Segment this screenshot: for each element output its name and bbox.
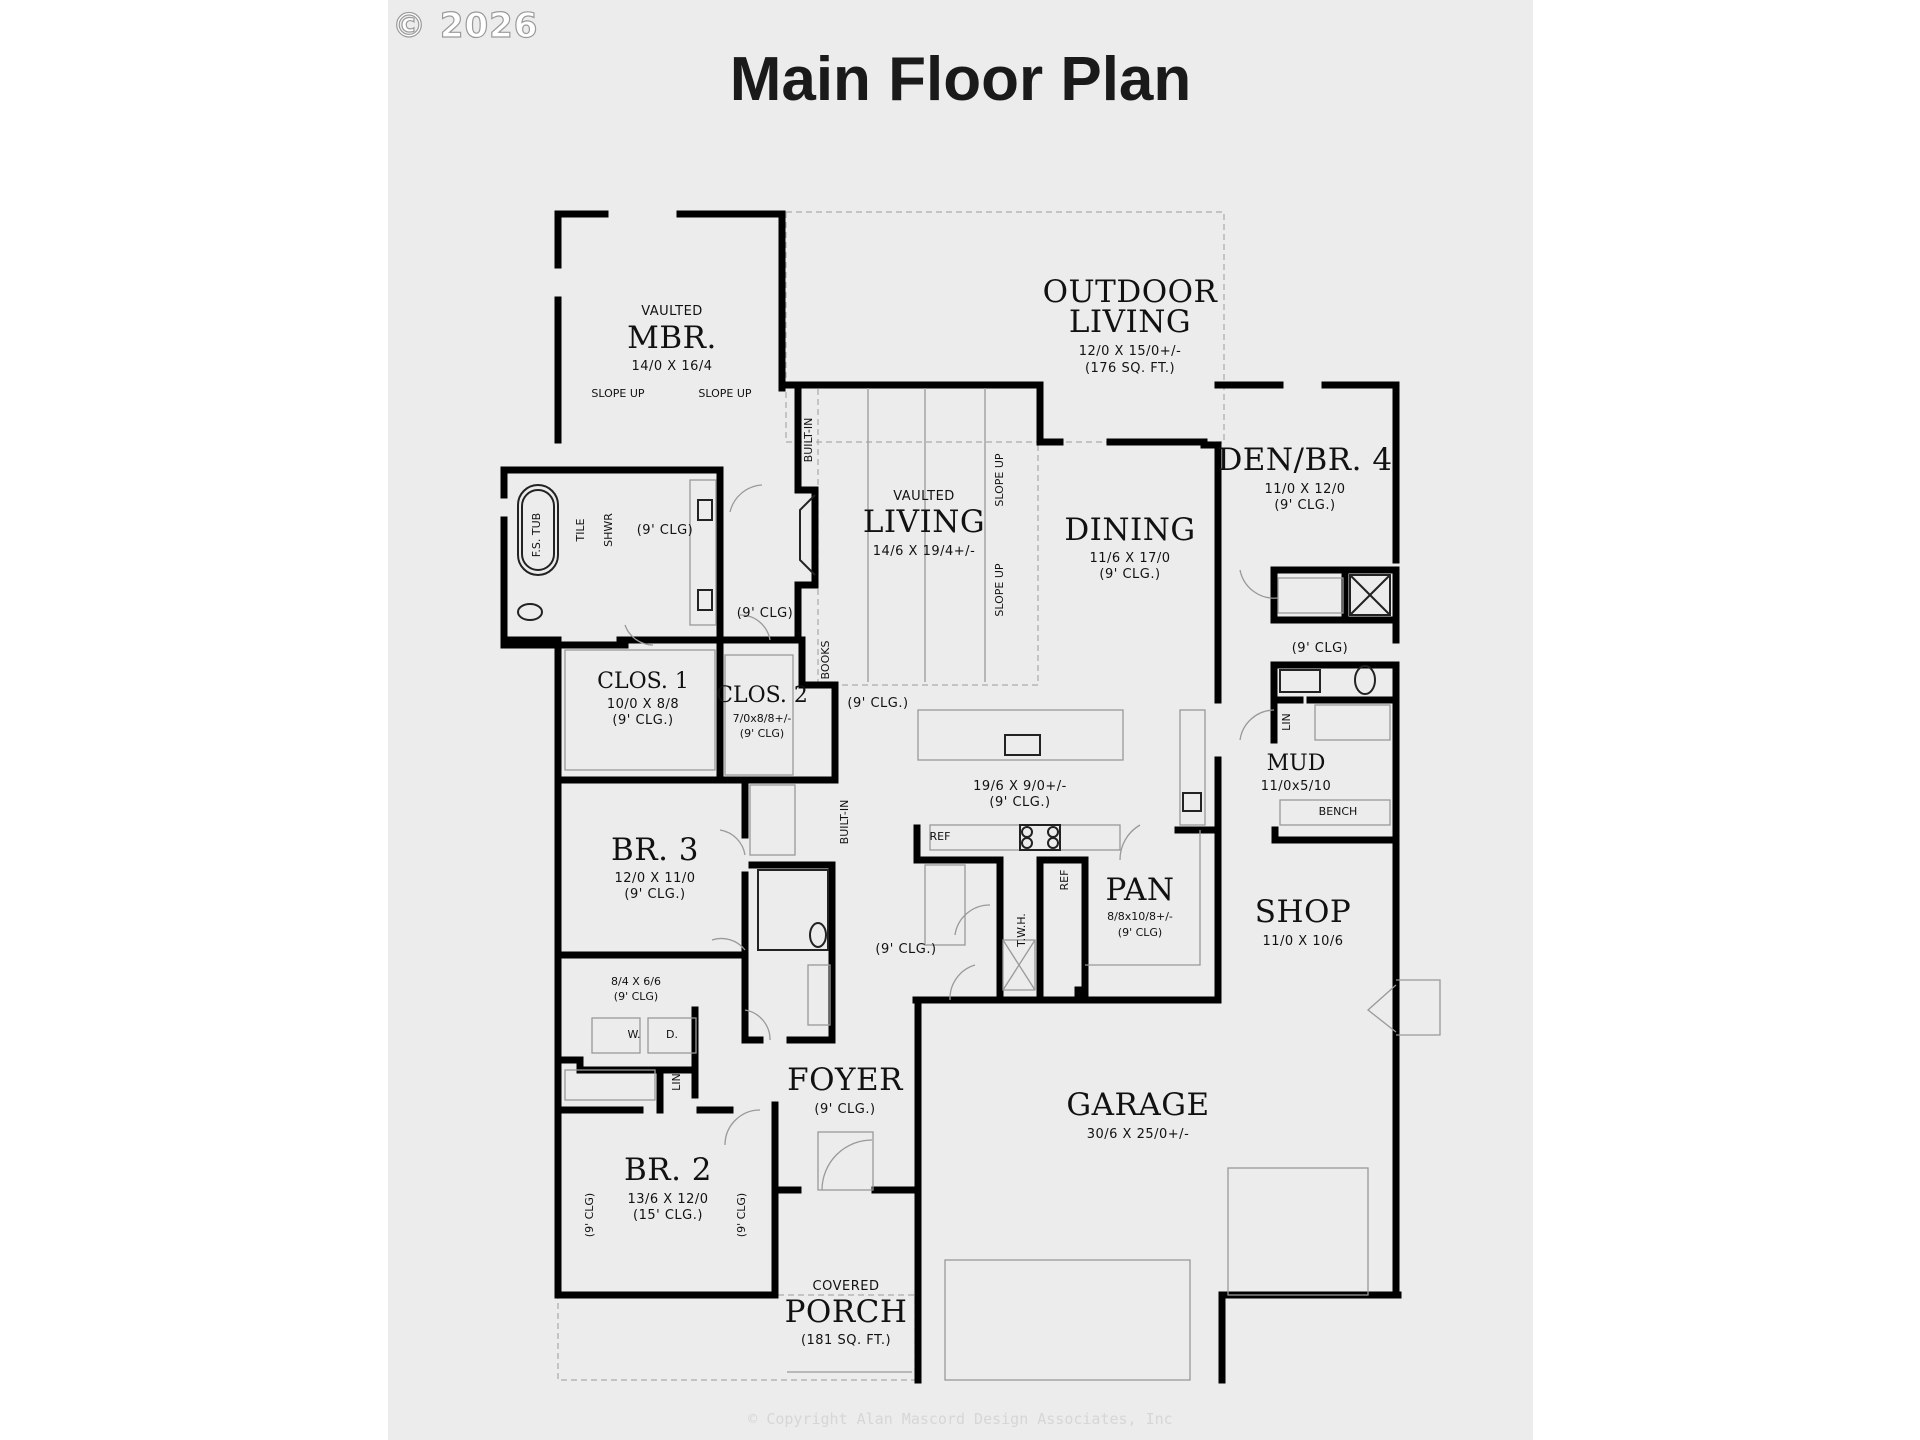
- bath-clg: (9' CLG): [637, 523, 694, 538]
- br2-name: BR. 2: [624, 1152, 712, 1188]
- slope-label-2: SLOPE UP: [698, 387, 752, 400]
- shop-size: 11/0 X 10/6: [1262, 934, 1343, 949]
- br2-clg: (15' CLG.): [633, 1208, 703, 1223]
- living-name: LIVING: [863, 504, 985, 540]
- pan-name: PAN: [1105, 872, 1174, 908]
- laundry-lin: LIN: [670, 1073, 683, 1091]
- room-labels: VAULTED MBR. 14/0 X 16/4 SLOPE UP SLOPE …: [530, 274, 1392, 1348]
- mud-name: MUD: [1267, 751, 1326, 776]
- washer-label: W.: [627, 1028, 640, 1041]
- kitchen-clg: (9' CLG.): [989, 795, 1050, 810]
- mud-lin: LIN: [1280, 713, 1293, 731]
- den-size: 11/0 X 12/0: [1264, 482, 1345, 497]
- porch-note: COVERED: [813, 1279, 880, 1294]
- ref-label-1: REF: [930, 830, 951, 843]
- outdoor-size: 12/0 X 15/0+/-: [1079, 344, 1182, 359]
- page-title: Main Floor Plan: [729, 45, 1192, 114]
- kitchen-hall-clg: (9' CLG.): [847, 696, 908, 711]
- kitchen-size: 19/6 X 9/0+/-: [973, 779, 1067, 794]
- den-clg: (9' CLG.): [1274, 498, 1335, 513]
- interior-walls: [550, 381, 1400, 1114]
- porch-area: (181 SQ. FT.): [801, 1333, 891, 1348]
- clos1-clg: (9' CLG.): [612, 713, 673, 728]
- dining-name: DINING: [1064, 512, 1195, 548]
- dining-size: 11/6 X 17/0: [1089, 551, 1170, 566]
- foyer-hall-clg: (9' CLG.): [875, 942, 936, 957]
- fixtures: [517, 388, 1441, 1381]
- twh-label: T.W.H.: [1015, 913, 1028, 948]
- den-name: DEN/BR. 4: [1217, 442, 1392, 478]
- copyright-footer: © Copyright Alan Mascord Design Associat…: [748, 1410, 1173, 1428]
- foyer-clg: (9' CLG.): [814, 1102, 875, 1117]
- shwr-label: SHWR: [602, 513, 615, 547]
- exterior-walls: [500, 210, 1402, 1384]
- clos2-clg: (9' CLG): [740, 727, 784, 740]
- outdoor-name-1: OUTDOOR: [1043, 274, 1219, 310]
- builtin-label-2: BUILT-IN: [838, 800, 851, 845]
- living-size: 14/6 X 19/4+/-: [873, 544, 976, 559]
- outdoor-name-2: LIVING: [1069, 304, 1191, 340]
- laundry-clg: (9' CLG): [614, 990, 658, 1003]
- br3-name: BR. 3: [611, 832, 699, 868]
- clos2-name: CLOS. 2: [716, 683, 808, 708]
- mbr-size: 14/0 X 16/4: [631, 359, 712, 374]
- living-note: VAULTED: [893, 489, 955, 504]
- br3-clg: (9' CLG.): [624, 887, 685, 902]
- slope-label-4: SLOPE UP: [993, 563, 1006, 617]
- copyright-mark: © 2026: [391, 5, 539, 46]
- builtin-label-1: BUILT-IN: [802, 418, 815, 463]
- tile-label: TILE: [574, 518, 587, 542]
- books-label: BOOKS: [819, 641, 832, 680]
- shop-name: SHOP: [1255, 894, 1352, 930]
- laundry-size: 8/4 X 6/6: [611, 975, 661, 988]
- dryer-label: D.: [666, 1028, 678, 1041]
- bath-hall-clg: (9' CLG): [737, 606, 794, 621]
- br2-side-clg-right: (9' CLG): [735, 1193, 748, 1237]
- br2-side-clg-left: (9' CLG): [583, 1193, 596, 1237]
- dining-clg: (9' CLG.): [1099, 567, 1160, 582]
- plan-panel: [388, 0, 1533, 1440]
- outdoor-area: (176 SQ. FT.): [1085, 361, 1175, 376]
- porch-name: PORCH: [785, 1294, 908, 1330]
- mud-size: 11/0x5/10: [1261, 779, 1332, 794]
- mbr-name: MBR.: [627, 320, 717, 356]
- bench-label: BENCH: [1319, 805, 1358, 818]
- mbr-note: VAULTED: [641, 304, 703, 319]
- tub-label: F.S. TUB: [530, 513, 543, 557]
- ref-label-2: REF: [1058, 870, 1071, 891]
- br2-size: 13/6 X 12/0: [627, 1192, 708, 1207]
- garage-size: 30/6 X 25/0+/-: [1087, 1127, 1190, 1142]
- slope-label-1: SLOPE UP: [591, 387, 645, 400]
- foyer-name: FOYER: [787, 1062, 904, 1098]
- pan-size: 8/8x10/8+/-: [1107, 910, 1173, 923]
- clos1-size: 10/0 X 8/8: [607, 697, 679, 712]
- clos2-size: 7/0x8/8+/-: [733, 712, 792, 725]
- br3-size: 12/0 X 11/0: [614, 871, 695, 886]
- mud-clg: (9' CLG): [1292, 641, 1349, 656]
- slope-label-3: SLOPE UP: [993, 453, 1006, 507]
- clos1-name: CLOS. 1: [597, 669, 689, 694]
- garage-name: GARAGE: [1066, 1087, 1209, 1123]
- pan-clg: (9' CLG): [1118, 926, 1162, 939]
